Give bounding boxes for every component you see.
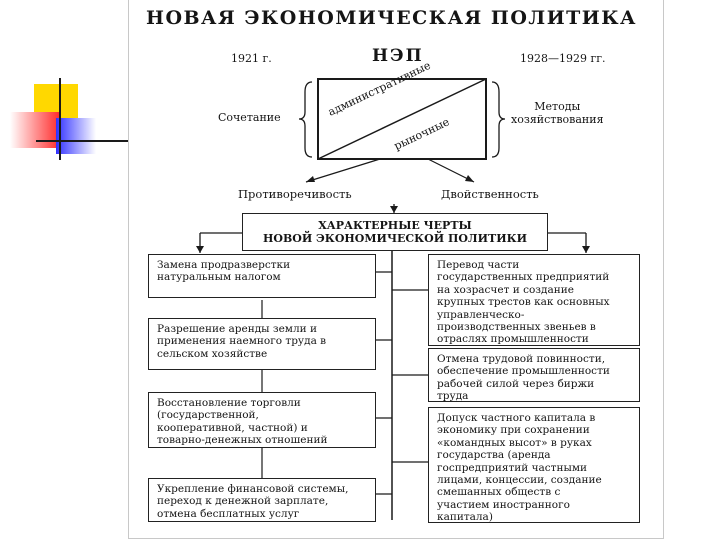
feature-text: Перевод части государственных предприяти…	[437, 259, 635, 346]
feature-text: Восстановление торговли (государственной…	[157, 397, 371, 447]
feature-box-right-2: Отмена трудовой повинности, обеспечение …	[428, 348, 640, 402]
contradiction-label: Противоречивость	[238, 187, 352, 201]
features-heading-box: ХАРАКТЕРНЫЕ ЧЕРТЫ НОВОЙ ЭКОНОМИЧЕСКОЙ ПО…	[242, 213, 548, 251]
feature-text: Разрешение аренды земли и применения нае…	[157, 323, 371, 360]
features-heading: ХАРАКТЕРНЫЕ ЧЕРТЫ НОВОЙ ЭКОНОМИЧЕСКОЙ ПО…	[243, 219, 547, 245]
feature-text: Допуск частного капитала в экономику при…	[437, 412, 635, 524]
feature-box-left-3: Восстановление торговли (государственной…	[148, 392, 376, 448]
feature-text: Замена продразверстки натуральным налого…	[157, 259, 371, 284]
right-brace	[492, 82, 505, 157]
feature-box-left-4: Укрепление финансовой системы, переход к…	[148, 478, 376, 522]
duality-label: Двойственность	[441, 187, 539, 201]
feature-box-left-2: Разрешение аренды земли и применения нае…	[148, 318, 376, 370]
feature-text: Отмена трудовой повинности, обеспечение …	[437, 353, 635, 403]
feature-box-left-1: Замена продразверстки натуральным налого…	[148, 254, 376, 298]
feature-box-right-3: Допуск частного капитала в экономику при…	[428, 407, 640, 523]
arrow-contradiction	[306, 159, 380, 182]
feature-text: Укрепление финансовой системы, переход к…	[157, 483, 371, 520]
left-brace	[299, 82, 312, 157]
feature-box-right-1: Перевод части государственных предприяти…	[428, 254, 640, 346]
